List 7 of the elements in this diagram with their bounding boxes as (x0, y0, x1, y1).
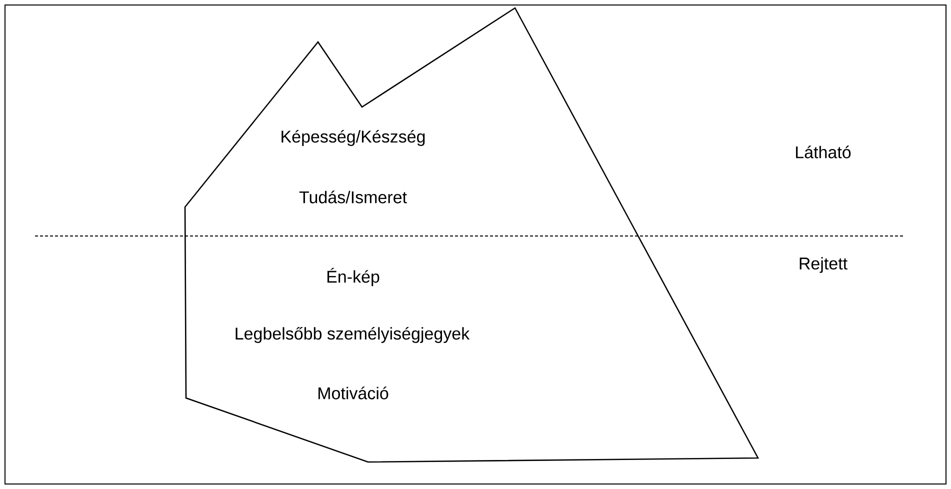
iceberg-text: Képesség/Készség (282, 130, 425, 146)
iceberg-text: Legbelsőbb személyiségjegyek (236, 326, 470, 343)
zone-label: Rejtett (800, 257, 848, 273)
iceberg-text: Tudás/Ismeret (299, 190, 407, 204)
iceberg-text: Motiváció (318, 386, 388, 400)
zone-label: Látható (796, 146, 851, 158)
iceberg-text: Én-kép (327, 268, 380, 286)
